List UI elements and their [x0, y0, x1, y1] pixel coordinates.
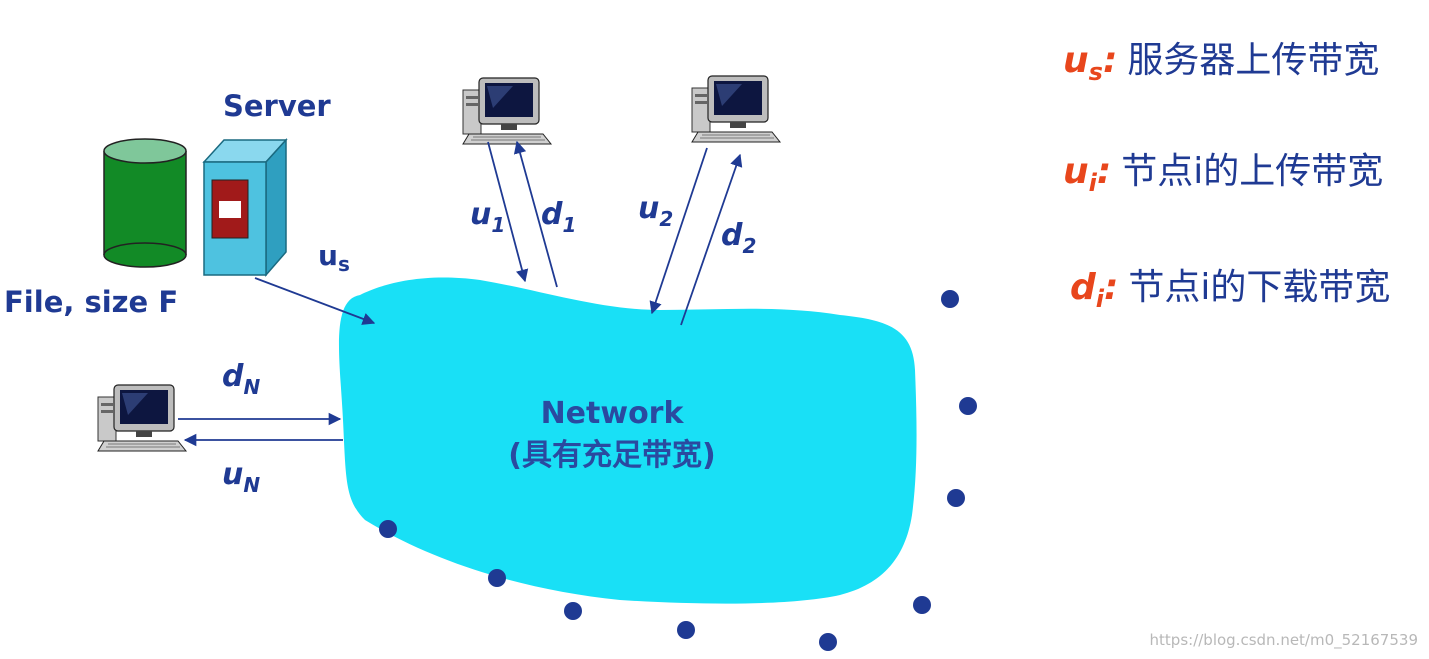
label-d2: d2 — [721, 218, 756, 258]
peer-dot — [959, 397, 977, 415]
arrow-d2 — [680, 153, 743, 326]
network-title: Network — [541, 396, 685, 431]
peer-dots — [379, 290, 977, 651]
file-cylinder-icon — [103, 138, 187, 268]
file-label: File, size F — [4, 285, 178, 319]
network-cloud — [338, 277, 917, 604]
arrow-u1 — [487, 141, 529, 283]
peer-dot — [379, 520, 397, 538]
label-d1: d1 — [541, 197, 576, 237]
peer-dot — [564, 602, 582, 620]
peer-2-computer-icon — [691, 75, 781, 143]
label-us: us — [318, 239, 350, 276]
legend-item-us: us:服务器上传带宽 — [1063, 40, 1379, 86]
peer-dot — [488, 569, 506, 587]
label-dN: dN — [222, 359, 260, 399]
peer-1-computer-icon — [462, 77, 552, 145]
label-u1: u1 — [470, 197, 505, 237]
peer-dot — [819, 633, 837, 651]
server-label: Server — [223, 89, 331, 123]
label-u2: u2 — [638, 191, 673, 231]
label-uN: uN — [222, 457, 260, 497]
arrow-d1 — [513, 140, 558, 288]
watermark-text: https://blog.csdn.net/m0_52167539 — [1150, 631, 1418, 650]
peer-n-computer-icon — [97, 384, 187, 452]
server-icon — [202, 138, 288, 278]
legend-item-di: di:节点i的下载带宽 — [1070, 267, 1390, 313]
legend: us:服务器上传带宽 ui:节点i的上传带宽 di:节点i的下载带宽 — [1063, 40, 1390, 313]
peer-dot — [947, 489, 965, 507]
peer-dot — [913, 596, 931, 614]
peer-dot — [941, 290, 959, 308]
arrow-u2 — [649, 147, 708, 315]
legend-item-ui: ui:节点i的上传带宽 — [1063, 151, 1383, 197]
arrow-us — [254, 277, 376, 325]
network-subtitle: (具有充足带宽) — [508, 438, 715, 473]
peer-dot — [677, 621, 695, 639]
